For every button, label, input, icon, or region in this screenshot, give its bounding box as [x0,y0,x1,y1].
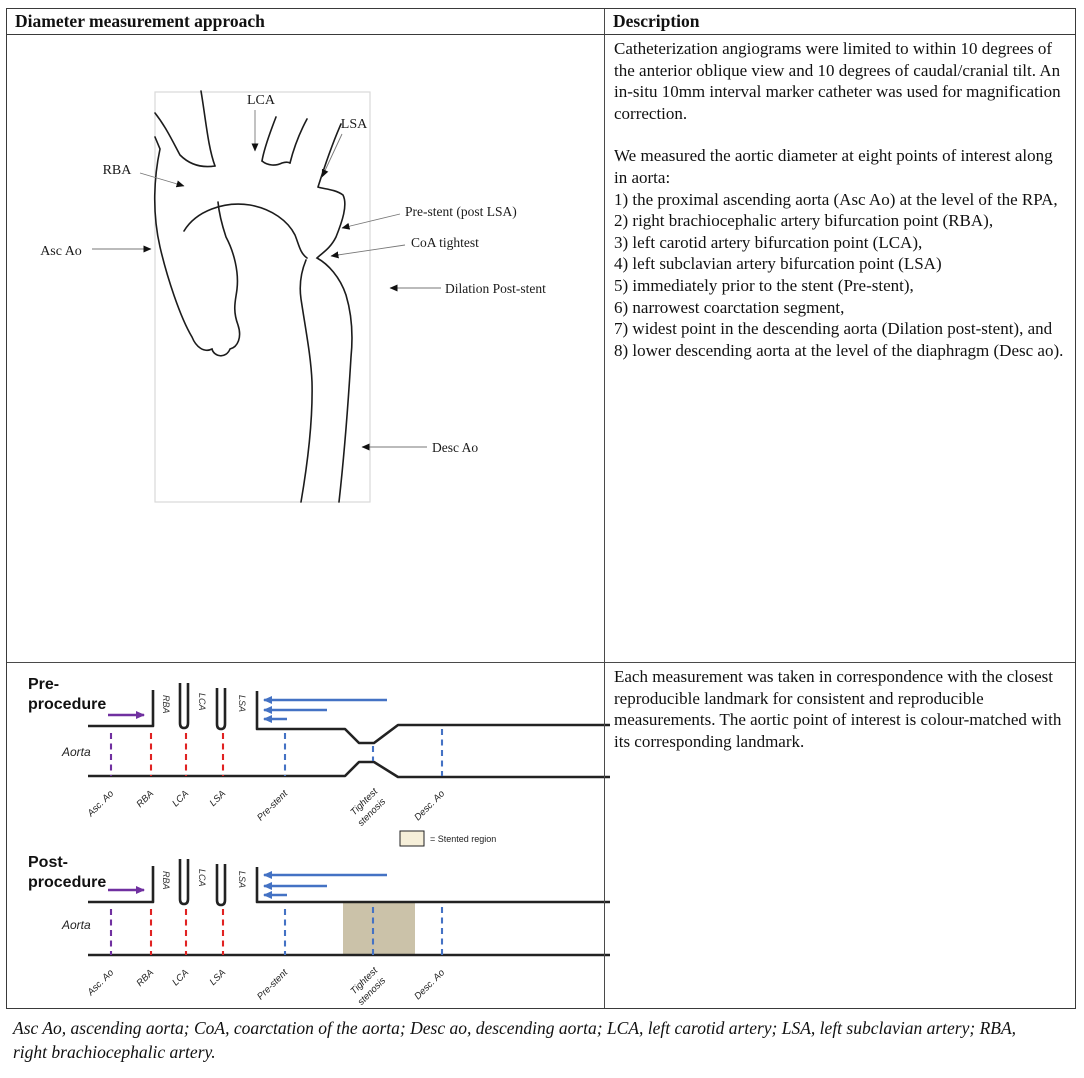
measurement-table: Diameter measurement approach Descriptio… [6,8,1076,1009]
pre-procedure-diagram: Pre- procedure Aorta RBA [28,676,610,829]
rba-branch-and-arch-top [154,112,216,168]
pre-aorta-top-wall [88,690,155,728]
label-rba: RBA [103,163,133,178]
post-axis-lca: LCA [170,967,191,988]
lsa-arrow [321,133,343,178]
label-coa-tightest: CoA tightest [411,235,479,250]
post-aorta-top-wall-right [255,867,610,904]
header-approach: Diameter measurement approach [7,9,604,35]
header-description: Description [604,9,1075,35]
diagram-frame [154,91,371,503]
arch-inner-curve [183,203,308,259]
stent-legend: = Stented region [399,830,496,847]
stented-region [343,902,415,955]
label-desc-ao: Desc Ao [432,440,478,455]
pre-branch-wall-1 [178,683,190,730]
list-item: 1) the proximal ascending aorta (Asc Ao)… [614,189,1058,209]
post-axis-desc-ao: Desc. Ao [412,967,447,1002]
post-procedure-title-line2: procedure [28,874,106,891]
pre-axis-pre-stent: Pre-stent [255,788,290,823]
rba-arrow [139,172,185,188]
list-item: 7) widest point in the descending aorta … [614,319,1053,339]
pre-axis-lca: LCA [170,788,191,809]
label-pre-stent: Pre-stent (post LSA) [405,204,517,219]
lca-branch-left-wall [200,90,216,167]
pre-axis-lsa: LSA [208,788,228,808]
descending-aorta-right-outline [315,123,353,503]
paragraph-landmark: Each measurement was taken in correspond… [614,667,1062,751]
list-item: 3) left carotid artery bifurcation point… [614,232,923,252]
stent-legend-swatch [399,830,425,847]
stent-legend-text: = Stented region [430,834,496,844]
procedure-diagram-cell: Pre- procedure Aorta RBA [7,662,610,1008]
post-procedure-title-line1: Post- [28,854,68,871]
aorta-anatomy-diagram: LCA LSA RBA Asc Ao Pre-stent (post LSA) … [40,90,546,503]
pre-branch-label-lca: LCA [197,693,207,711]
post-procedure-diagram: Post- procedure Aorta [28,854,610,1008]
pre-branch-label-lsa: LSA [237,695,247,712]
descending-aorta-left-outline [299,259,313,503]
list-item: 2) right brachiocephalic artery bifurcat… [614,211,994,231]
pre-stent-arrow [341,213,401,230]
ascending-aorta-outline [153,136,241,357]
pre-branch-label-rba: RBA [161,695,171,714]
post-branch-wall-1 [178,859,190,906]
post-axis-asc-ao: Asc. Ao [85,967,116,998]
pre-aorta-bottom-wall [88,760,610,779]
arch-top-lca-lsa [261,160,291,166]
list-item: 4) left subclavian artery bifurcation po… [614,254,942,274]
post-axis-rba: RBA [135,967,157,989]
list-item: 6) narrowest coarctation segment, [614,297,845,317]
pre-branch-wall-2 [215,688,227,731]
label-asc-ao: Asc Ao [40,244,82,259]
pre-axis-rba: RBA [135,788,157,810]
list-item: 5) immediately prior to the stent (Pre-s… [614,275,914,295]
label-lsa: LSA [341,117,368,132]
paragraph-measure-intro: We measured the aortic diameter at eight… [614,146,1053,187]
list-item: 8) lower descending aorta at the level o… [614,340,1064,360]
procedure-schematics: Pre- procedure Aorta RBA [28,676,610,1008]
lsa-branch-left-wall [289,118,308,164]
post-axis-pre-stent: Pre-stent [255,967,290,1002]
description-row2: Each measurement was taken in correspond… [604,662,1075,1008]
pre-procedure-title-line1: Pre- [28,676,59,693]
post-branch-label-lsa: LSA [237,871,247,888]
pre-aorta-label: Aorta [61,745,91,759]
abbreviation-footnote: Asc Ao, ascending aorta; CoA, coarctatio… [13,1018,1017,1062]
pre-axis-asc-ao: Asc. Ao [85,788,116,819]
lca-branch-right-wall [261,116,277,162]
label-dilation-post-stent: Dilation Post-stent [445,281,546,296]
pre-aorta-top-wall-right [255,691,610,745]
post-aorta-top-wall [88,866,155,904]
label-lca: LCA [247,93,276,108]
post-axis-lsa: LSA [208,967,228,987]
aorta-diagram-cell: LCA LSA RBA Asc Ao Pre-stent (post LSA) … [7,35,604,662]
post-branch-label-lca: LCA [197,869,207,887]
pre-procedure-title-line2: procedure [28,696,106,713]
pre-axis-desc-ao: Desc. Ao [412,788,447,823]
paragraph-angiogram: Catheterization angiograms were limited … [614,39,1061,123]
post-branch-wall-2 [215,864,227,907]
coa-tightest-arrow [330,244,406,259]
description-row1: Catheterization angiograms were limited … [604,35,1075,662]
post-aorta-label: Aorta [61,918,91,932]
post-branch-label-rba: RBA [161,871,171,890]
